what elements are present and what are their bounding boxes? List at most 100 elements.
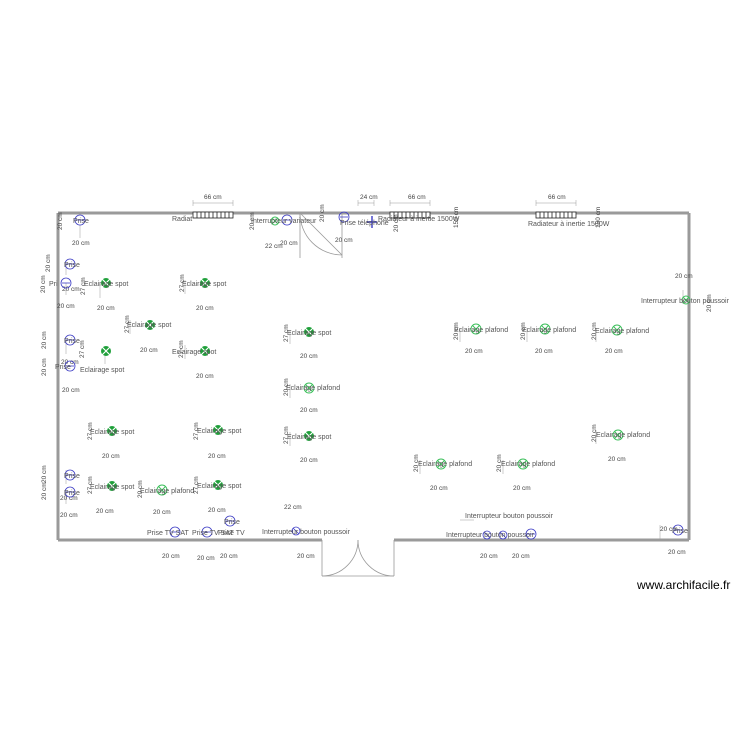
spot-light-icon	[101, 278, 111, 288]
dim-label: 20 cm	[41, 465, 48, 483]
label-interrupteur-variateur: Interrupteur variateur	[251, 218, 317, 225]
outlet-icon	[64, 469, 76, 481]
dim-label: 20 cm	[675, 273, 693, 280]
switch-icon	[482, 530, 492, 540]
dimension-lines	[65, 200, 684, 539]
dim-label: 66 cm	[204, 194, 222, 201]
label-prise: Prise	[73, 218, 89, 225]
dim-label: 27 cm	[179, 274, 186, 292]
dim-label: 27 cm	[124, 315, 131, 333]
label-radiateur: Radiateur à inertie 1500W	[528, 221, 610, 228]
outlet-icon	[525, 528, 537, 540]
double-door-bottom	[321, 539, 395, 577]
label-plafond: Eclairage plafond	[522, 327, 576, 334]
dim-label: 27 cm	[283, 426, 290, 444]
outlet-icon	[64, 360, 76, 372]
ceiling-light-icon	[470, 323, 482, 335]
label-prise: Prise	[224, 519, 240, 526]
dim-label: 150 cm	[453, 207, 460, 228]
label-prise: Prise	[672, 528, 688, 535]
label-radiateur: Radiateur à inertie 1500W	[378, 216, 460, 223]
dim-label: 66 cm	[548, 194, 566, 201]
dim-label: 20 cm	[430, 485, 448, 492]
dim-label: 22 cm	[284, 504, 302, 511]
dim-label: 20 cm	[668, 549, 686, 556]
outlet-icon	[74, 214, 86, 226]
label-plafond: Eclairage plafond	[140, 488, 194, 495]
ceiling-lights	[156, 216, 691, 496]
spot-light-icon	[145, 320, 155, 330]
label-spot: Eclairage spot	[172, 349, 216, 356]
label-spot: Eclairage spot	[84, 281, 128, 288]
label-prise: Prise	[64, 262, 80, 269]
dim-label: 20 cm	[413, 454, 420, 472]
outlet-icon	[169, 526, 181, 538]
label-prise: Pri	[49, 281, 58, 288]
label-interrupteur-poussoir: Interrupteur bouton poussoir	[641, 298, 730, 305]
dim-label: 20 cm	[660, 526, 678, 533]
dim-label: 20 cm	[57, 212, 64, 230]
dim-label: 20 cm	[102, 453, 120, 460]
outlet-icon	[281, 214, 293, 226]
ceiling-light-icon	[303, 382, 315, 394]
dim-label: 20 cm	[249, 212, 256, 230]
spot-light-icon	[213, 425, 223, 435]
label-prise: Prise	[64, 490, 80, 497]
label-plafond: Eclairage plafond	[595, 328, 649, 335]
dim-label: 20 cm	[591, 322, 598, 340]
switch-icon	[681, 295, 691, 305]
spot-light-icon	[304, 327, 314, 337]
watermark: www.archifacile.fr	[637, 578, 731, 592]
label-prise: Prise	[64, 473, 80, 480]
dim-label: 20 cm	[41, 331, 48, 349]
dim-label: 27 cm	[283, 324, 290, 342]
dim-label: 20 cm	[520, 322, 527, 340]
radiators	[192, 211, 577, 219]
label-spot: Eclairage spot	[80, 367, 124, 374]
dim-label: 20 cm	[512, 553, 530, 560]
dim-label: 20 cm	[96, 508, 114, 515]
outlet-icon	[672, 524, 684, 536]
ceiling-light-icon	[156, 484, 168, 496]
dim-label: 20 cm	[196, 373, 214, 380]
label-interrupteur-poussoir: Interrupteur bouton poussoir	[446, 532, 535, 539]
dim-label: 20 cm	[208, 507, 226, 514]
walls	[56, 211, 691, 542]
spot-light-icon	[200, 278, 210, 288]
dim-label: 27 cm	[87, 422, 94, 440]
outlet-icon	[64, 486, 76, 498]
label-radiateur: Radiat	[172, 216, 192, 223]
label-spot: Eclairage spot	[90, 484, 134, 491]
dim-label: 150 cm	[595, 207, 602, 228]
dim-label: 20 cm	[480, 553, 498, 560]
radiator-1	[192, 211, 234, 219]
label-spot: Eclairage spot	[287, 330, 331, 337]
label-spot: Eclairage spot	[127, 322, 171, 329]
dim-label: 20 cm	[453, 322, 460, 340]
dim-label: 20 cm	[319, 204, 326, 222]
dim-label: 20 cm	[300, 407, 318, 414]
phone-outlet-icon	[367, 216, 377, 228]
spot-light-icon	[101, 346, 111, 356]
dim-label: 20 cm	[465, 348, 483, 355]
label-prise-tv-sat: Prise TV SAT	[147, 530, 189, 537]
outlet-icon	[201, 526, 213, 538]
dim-label: 66 cm	[408, 194, 426, 201]
dim-label: 20 cm	[513, 485, 531, 492]
label-plafond: Eclairage plafond	[501, 461, 555, 468]
label-plafond: Eclairage plafond	[286, 385, 340, 392]
switch-icon	[270, 216, 280, 226]
ceiling-light-icon	[611, 324, 623, 336]
dim-label: 20 cm	[393, 214, 400, 232]
radiator-3	[535, 211, 577, 219]
dim-label: 20 cm	[591, 424, 598, 442]
label-prise-telephone: Prise téléphone	[340, 220, 389, 227]
dim-label: 20 cm	[297, 553, 315, 560]
dim-label: 20 cm	[220, 553, 238, 560]
dim-label: 20 cm	[97, 305, 115, 312]
dim-label: 20 cm	[496, 454, 503, 472]
dim-label: 20 cm	[62, 286, 80, 293]
dim-label: 20 cm	[208, 453, 226, 460]
label-interrupteur-poussoir: Interrupteur bouton poussoir	[262, 529, 351, 536]
dim-label: 20 cm	[41, 482, 48, 500]
